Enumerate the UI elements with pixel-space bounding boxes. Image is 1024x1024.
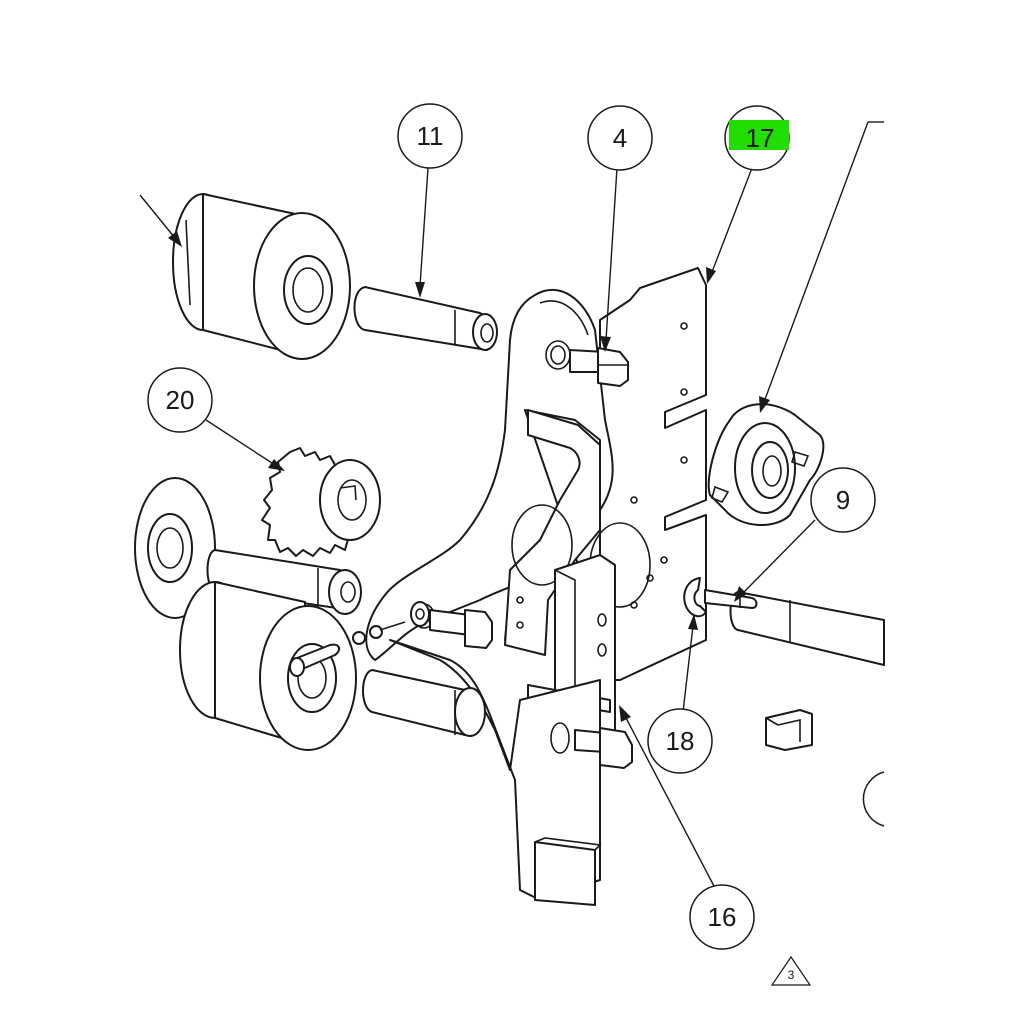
center-bracket bbox=[504, 409, 651, 656]
callout-16: 16 bbox=[689, 884, 755, 950]
partial-callout-bubble bbox=[862, 771, 885, 827]
spacer-shaft bbox=[206, 549, 362, 615]
callout-17: 17 bbox=[724, 105, 790, 171]
revision-label: 3 bbox=[788, 968, 795, 982]
bolt-part-4 bbox=[569, 347, 629, 387]
callout-20: 20 bbox=[147, 367, 213, 433]
callout-9: 9 bbox=[810, 467, 876, 533]
partial-left-pulley bbox=[134, 477, 216, 619]
small-connector-clip bbox=[765, 709, 813, 751]
callout-4-label: 4 bbox=[613, 123, 627, 153]
callout-9-label: 9 bbox=[836, 485, 850, 515]
lower-lever-arm bbox=[389, 639, 602, 906]
callout-11-label: 11 bbox=[417, 121, 444, 151]
shaft-part-11 bbox=[353, 286, 498, 351]
upper-idler-pulley bbox=[172, 193, 351, 360]
flange-bearing-part-17 bbox=[707, 403, 825, 527]
lower-bolt bbox=[550, 722, 633, 769]
callout-16-label: 16 bbox=[708, 902, 737, 932]
callout-18: 18 bbox=[647, 708, 713, 774]
callout-17-highlight bbox=[729, 120, 789, 150]
callout-18-label: 18 bbox=[666, 726, 695, 756]
side-bolt-assembly bbox=[352, 601, 493, 649]
key-pin-part-9 bbox=[704, 589, 758, 609]
lower-spacer-shaft bbox=[362, 669, 486, 737]
retaining-clip-part-18 bbox=[683, 577, 707, 618]
callout-17-label: 17 bbox=[746, 123, 775, 153]
leader-lines bbox=[139, 121, 884, 889]
callout-4: 4 bbox=[587, 105, 653, 171]
revision-triangle-marker: 3 bbox=[770, 955, 812, 986]
gear-part-20 bbox=[261, 447, 381, 557]
callout-20-label: 20 bbox=[166, 385, 195, 415]
callout-11: 11 bbox=[397, 103, 463, 169]
lower-drive-pulley bbox=[179, 581, 357, 751]
